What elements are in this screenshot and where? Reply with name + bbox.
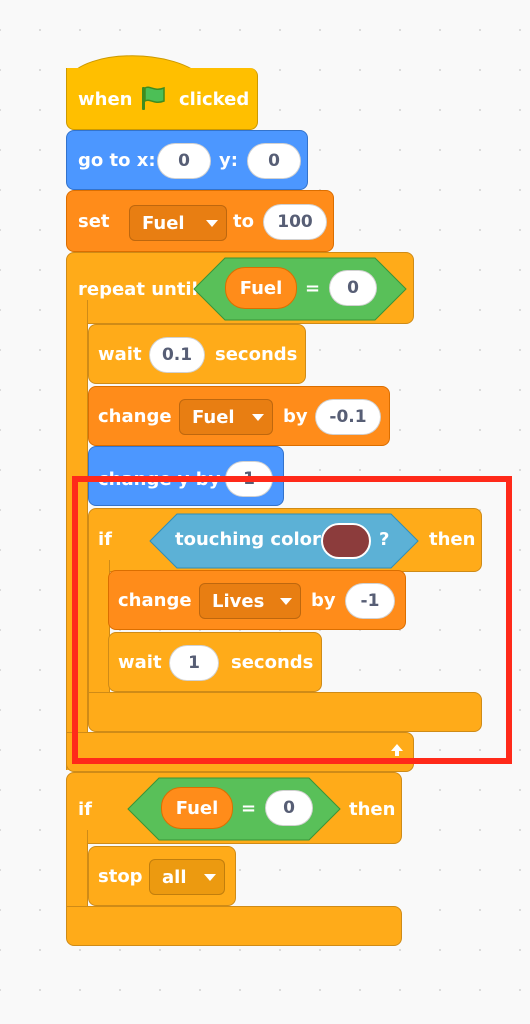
change-variable-block[interactable]: change Fuel by -0.1 [88, 386, 390, 446]
stop-option-dropdown[interactable]: all [149, 859, 225, 895]
wait-label: wait [98, 344, 142, 365]
then-label: then [429, 529, 476, 550]
variable-dropdown[interactable]: Lives [199, 583, 301, 619]
set-label: set [78, 211, 110, 232]
y-label: y: [219, 150, 238, 171]
when-flag-clicked-block[interactable]: when clicked [66, 68, 258, 130]
touching-color-label: touching color [175, 529, 321, 550]
y-input[interactable]: 0 [247, 143, 301, 179]
color-swatch[interactable] [321, 523, 371, 559]
set-variable-block[interactable]: set Fuel to 100 [66, 190, 334, 252]
if-label: if [78, 799, 93, 820]
if-fuel-empty-bottom [66, 906, 402, 946]
stop-block[interactable]: stop all [88, 846, 236, 906]
change-label: change [118, 590, 192, 611]
fuel-reporter[interactable]: Fuel [225, 267, 297, 309]
stop-label: stop [98, 866, 143, 887]
fuel-reporter[interactable]: Fuel [161, 787, 233, 829]
variable-name: Fuel [142, 212, 185, 234]
repeat-until-label: repeat until [78, 279, 198, 300]
wait-block[interactable]: wait 0.1 seconds [88, 324, 306, 384]
go-to-xy-block[interactable]: go to x: 0 y: 0 [66, 130, 308, 190]
compare-value-input[interactable]: 0 [329, 270, 377, 306]
if-fuel-empty-arm [66, 830, 88, 920]
change-value-input[interactable]: -1 [345, 583, 395, 619]
clicked-label: clicked [179, 89, 250, 110]
x-input[interactable]: 0 [157, 143, 211, 179]
question-label: ? [379, 529, 390, 550]
wait-block[interactable]: wait 1 seconds [108, 632, 322, 692]
highlight-box [72, 476, 512, 764]
equals-label: = [305, 278, 321, 299]
repeat-until-top[interactable]: repeat until Fuel = 0 [66, 252, 414, 324]
set-value-input[interactable]: 100 [263, 204, 327, 240]
variable-name: Fuel [192, 406, 235, 428]
loop-arrow-icon [391, 744, 403, 756]
equals-label: = [241, 798, 257, 819]
stop-option: all [162, 866, 187, 888]
by-label: by [283, 406, 308, 427]
change-label: change [98, 406, 172, 427]
wait-label: wait [118, 652, 162, 673]
seconds-label: seconds [231, 652, 314, 673]
if-touching-color-bottom [88, 692, 482, 732]
compare-value-input[interactable]: 0 [265, 790, 313, 826]
wait-duration-input[interactable]: 1 [169, 645, 219, 681]
wait-duration-input[interactable]: 0.1 [149, 337, 205, 373]
if-label: if [98, 529, 113, 550]
chevron-down-icon [204, 874, 216, 881]
chevron-down-icon [206, 220, 218, 227]
seconds-label: seconds [215, 344, 298, 365]
if-fuel-empty-top[interactable]: if Fuel = 0 then [66, 772, 402, 844]
by-label: by [311, 590, 336, 611]
repeat-until-bottom [66, 732, 414, 772]
chevron-down-icon [252, 414, 264, 421]
when-label: when [78, 89, 133, 110]
variable-name: Lives [212, 590, 265, 612]
variable-dropdown[interactable]: Fuel [179, 399, 273, 435]
change-lives-block[interactable]: change Lives by -1 [108, 570, 406, 630]
change-value-input[interactable]: -0.1 [315, 399, 381, 435]
if-touching-color-top[interactable]: if touching color ? then [88, 508, 482, 572]
go-to-label: go to x: [78, 150, 156, 171]
then-label: then [349, 799, 396, 820]
to-label: to [233, 211, 254, 232]
variable-dropdown[interactable]: Fuel [129, 205, 227, 241]
green-flag-icon [142, 86, 165, 110]
chevron-down-icon [280, 598, 292, 605]
